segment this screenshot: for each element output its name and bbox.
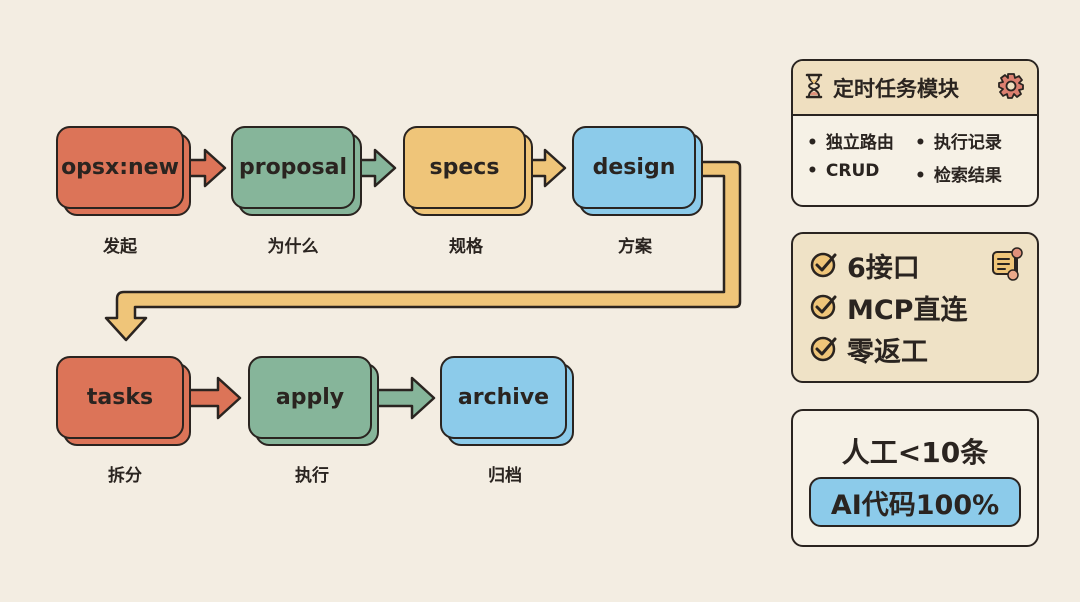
checklist-item: 零返工 xyxy=(809,328,1021,370)
module-card-title: 定时任务模块 xyxy=(833,76,959,101)
connectors xyxy=(104,148,742,420)
check-circle-icon xyxy=(810,336,837,362)
node-opsx-new: opsx:new xyxy=(56,126,191,216)
checklist-item: MCP直连 xyxy=(809,286,1021,328)
node-label: archive xyxy=(440,356,567,439)
node-caption: 为什么 xyxy=(267,237,319,257)
node-design: design xyxy=(572,126,703,216)
node-label: tasks xyxy=(56,356,184,439)
gear-icon xyxy=(997,72,1025,104)
module-feature-item: CRUD xyxy=(807,161,915,186)
node-caption: 发起 xyxy=(103,237,137,257)
node-archive: archive xyxy=(440,356,574,446)
module-card: 定时任务模块 独立路由 执行记录 CRUD 检索结果 xyxy=(791,59,1039,207)
module-feature-item: 独立路由 xyxy=(807,128,915,153)
arrow-specs-to-design xyxy=(528,148,567,188)
stats-card: 人工<10条 AI代码100% xyxy=(791,409,1039,547)
node-caption: 方案 xyxy=(618,237,652,257)
checklist-item-label: MCP直连 xyxy=(847,294,968,326)
workflow-diagram: opsx:new 发起 proposal 为什么 specs 规格 design… xyxy=(56,126,742,486)
node-proposal: proposal xyxy=(231,126,362,216)
node-label: opsx:new xyxy=(56,126,184,209)
arrow-opsx-to-proposal xyxy=(184,148,227,188)
node-label: specs xyxy=(403,126,526,209)
module-feature-item: 执行记录 xyxy=(915,128,1023,153)
node-caption: 执行 xyxy=(295,466,329,486)
document-scroll-icon xyxy=(991,246,1025,286)
node-specs: specs xyxy=(403,126,533,216)
checklist-card: 6接口 MCP直连 零返工 xyxy=(791,232,1039,383)
module-feature-list: 独立路由 执行记录 CRUD 检索结果 xyxy=(793,116,1037,186)
hourglass-icon xyxy=(805,73,823,103)
checklist-item-label: 6接口 xyxy=(847,252,920,284)
node-apply: apply xyxy=(248,356,379,446)
node-caption: 归档 xyxy=(488,466,522,486)
ai-code-badge: AI代码100% xyxy=(809,477,1021,527)
check-circle-icon xyxy=(810,252,837,278)
manual-count-text: 人工<10条 xyxy=(841,436,989,469)
check-circle-icon xyxy=(810,294,837,320)
node-tasks: tasks xyxy=(56,356,191,446)
module-card-header: 定时任务模块 xyxy=(793,61,1037,116)
node-caption: 规格 xyxy=(449,237,483,257)
module-feature-item: 检索结果 xyxy=(915,161,1023,186)
arrow-tasks-to-apply xyxy=(186,376,242,420)
checklist-item-label: 零返工 xyxy=(847,336,928,368)
node-caption: 拆分 xyxy=(108,466,142,486)
arrow-proposal-to-specs xyxy=(356,148,397,188)
node-label: apply xyxy=(248,356,372,439)
node-label: proposal xyxy=(231,126,355,209)
arrow-apply-to-archive xyxy=(373,376,436,420)
checklist-item: 6接口 xyxy=(809,244,1021,286)
node-label: design xyxy=(572,126,696,209)
arrow-design-to-tasks xyxy=(104,160,742,342)
